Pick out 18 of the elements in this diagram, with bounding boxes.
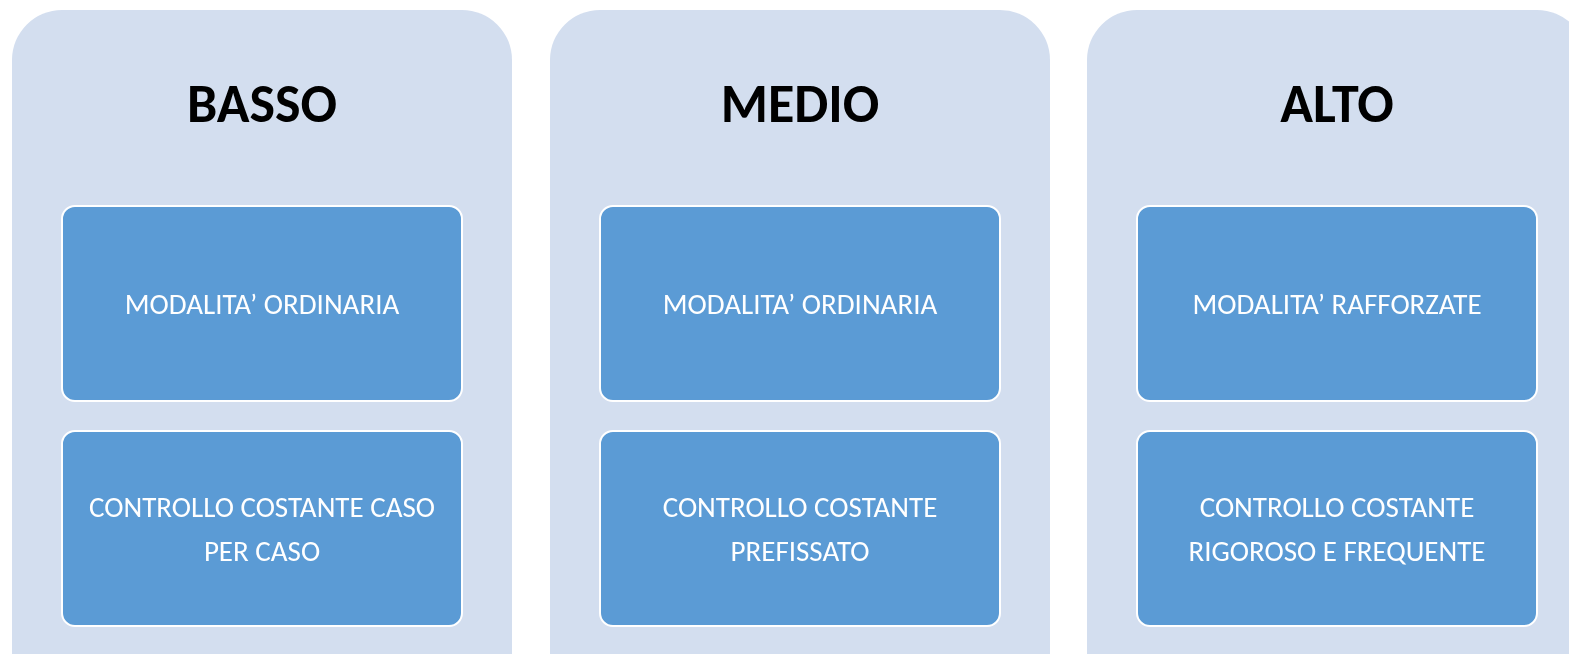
measure-box — [599, 430, 1001, 627]
level-heading: ALTO — [1279, 72, 1395, 136]
level-panel — [12, 10, 512, 654]
measure-text: MODALITA’ ORDINARIA — [662, 284, 938, 324]
measure-text: CONTROLLO COSTANTE CASO PER CASO — [88, 487, 436, 571]
measure-box — [1136, 430, 1538, 627]
measure-box — [61, 205, 463, 402]
level-heading: MEDIO — [719, 72, 881, 136]
measure-text: CONTROLLO COSTANTE RIGOROSO E FREQUENTE — [1187, 487, 1487, 571]
measure-text: MODALITA’ RAFFORZATE — [1192, 284, 1482, 324]
level-heading: BASSO — [186, 72, 338, 136]
measure-box — [61, 430, 463, 627]
level-panel — [1087, 10, 1569, 654]
measure-box — [1136, 205, 1538, 402]
measure-text: CONTROLLO COSTANTE PREFISSATO — [661, 487, 939, 571]
measure-text: MODALITA’ ORDINARIA — [124, 284, 400, 324]
measure-box — [599, 205, 1001, 402]
level-panel — [550, 10, 1050, 654]
